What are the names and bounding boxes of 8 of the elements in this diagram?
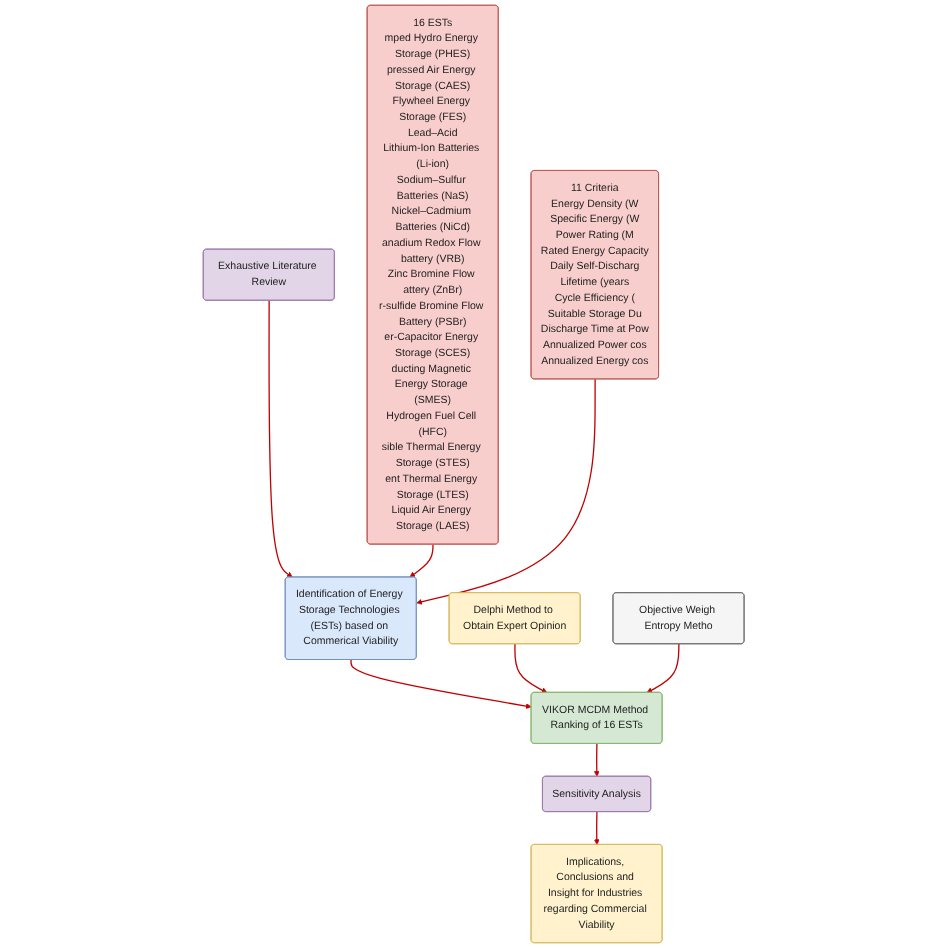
arrow [350,659,532,709]
arrow [594,743,600,777]
arrow [409,543,434,578]
arrow [514,643,548,693]
arrow [646,643,680,693]
arrow [416,378,597,605]
arrow [268,299,293,578]
arrow [594,811,600,845]
